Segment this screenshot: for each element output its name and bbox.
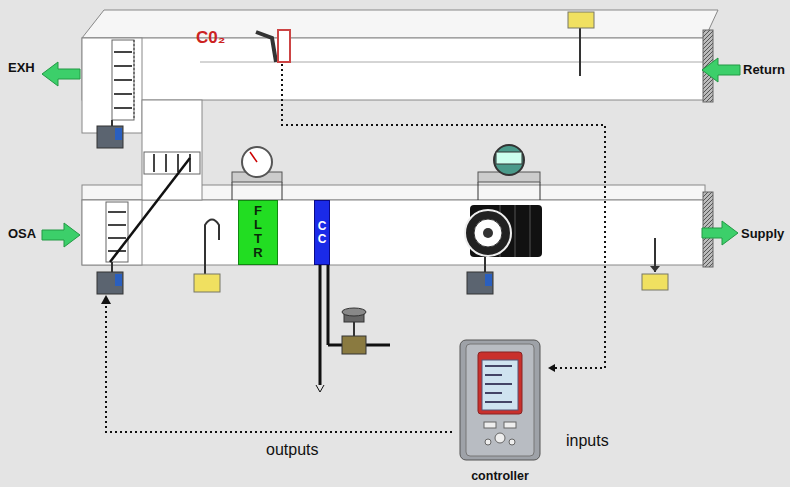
pressure-gauge xyxy=(478,145,540,200)
temp-sensor xyxy=(568,12,594,76)
co2-sensor: C0₂ xyxy=(194,22,294,64)
flow-label: inputs xyxy=(566,432,609,450)
node-label: C0₂ xyxy=(196,28,225,48)
controller-device xyxy=(452,338,548,462)
return-duct xyxy=(82,38,705,100)
damper-edge xyxy=(134,40,135,120)
fan-drive xyxy=(467,255,493,294)
input-signal-line xyxy=(282,64,605,372)
damper-actuator xyxy=(97,120,123,148)
airflow-arrow xyxy=(702,221,738,245)
supply-duct xyxy=(82,200,705,265)
damper-blades xyxy=(114,52,132,108)
arrowhead xyxy=(101,295,111,304)
temp-sensor xyxy=(194,220,220,293)
node-label: FLTR xyxy=(252,204,265,261)
flow-label: outputs xyxy=(266,441,318,459)
flow-label: Return xyxy=(743,62,785,77)
output-signal-line xyxy=(106,300,452,432)
temp-sensor xyxy=(642,238,668,290)
filter-box: FLTR xyxy=(238,200,278,265)
flow-label: Supply xyxy=(741,226,784,241)
co2-sensor-icon xyxy=(254,22,294,64)
damper-actuator xyxy=(97,262,123,294)
cooling-coil: CC xyxy=(314,200,330,265)
exhaust-damper xyxy=(112,40,134,120)
supply-fan xyxy=(465,205,542,257)
coil-piping xyxy=(316,265,390,392)
mixing-connector xyxy=(142,100,202,200)
airflow-arrow xyxy=(702,58,740,82)
airflow-arrow xyxy=(42,223,80,247)
node-label: CC xyxy=(316,219,328,245)
airflow-arrow xyxy=(42,62,80,86)
controller-unit: controller xyxy=(452,338,548,485)
flow-label: OSA xyxy=(8,226,36,241)
damper-linkage xyxy=(110,158,190,262)
node-label: controller xyxy=(452,469,548,483)
mix-damper xyxy=(144,152,200,174)
flow-label: EXH xyxy=(8,60,35,75)
exhaust-plenum xyxy=(82,38,142,133)
pressure-gauge xyxy=(232,147,282,200)
duct-top xyxy=(82,10,718,38)
